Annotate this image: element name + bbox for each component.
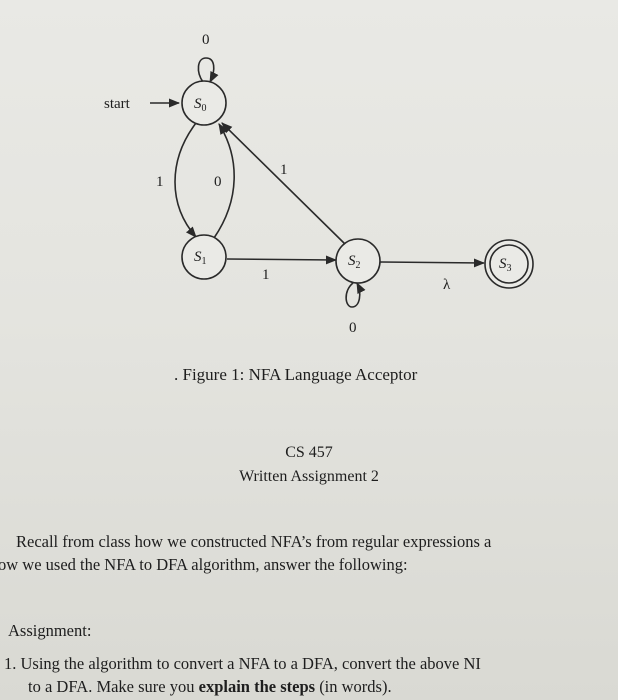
state-s3-subscript: 3: [507, 263, 512, 274]
start-arrow: start: [104, 96, 181, 112]
label-s2-s0: 1: [280, 162, 288, 178]
figure-caption: . Figure 1: NFA Language Acceptor: [174, 365, 418, 384]
state-s0: S0: [181, 80, 227, 126]
item-1-emphasis: explain the steps: [198, 677, 316, 696]
transition-s1-s2: 1: [226, 255, 338, 283]
start-label: start: [104, 96, 131, 112]
label-s2-s3: λ: [443, 277, 451, 293]
state-s1-subscript: 1: [202, 256, 207, 267]
assignment-title: Written Assignment 2: [239, 468, 379, 485]
course-number: CS 457: [285, 444, 333, 461]
assignment-heading: Assignment:: [8, 621, 92, 640]
state-s2-subscript: 2: [356, 260, 361, 271]
transition-s0-s1: 1: [156, 122, 197, 238]
transition-s2-s0: 1: [221, 122, 346, 245]
transition-s2-s2: 0: [345, 281, 366, 336]
intro-line-2: ow we used the NFA to DFA algorithm, ans…: [0, 555, 408, 574]
state-s2: S2: [335, 238, 381, 284]
label-s2-s2: 0: [349, 320, 357, 336]
assignment-item-1-line-1: 1. Using the algorithm to convert a NFA …: [4, 654, 481, 673]
state-s3-letter: S: [499, 256, 507, 272]
svg-text:S3: S3: [499, 256, 512, 274]
state-s0-subscript: 0: [202, 103, 207, 114]
svg-text:S0: S0: [194, 96, 207, 114]
label-s1-s2: 1: [262, 267, 270, 283]
svg-text:S1: S1: [194, 249, 207, 267]
state-s1: S1: [181, 234, 227, 280]
item-1-text-after: (in words).: [315, 677, 392, 696]
transition-s2-s3: λ: [379, 258, 486, 293]
label-s1-s0: 0: [214, 174, 222, 190]
state-s3-accepting: S3: [484, 239, 534, 289]
assignment-item-1-line-2: to a DFA. Make sure you explain the step…: [28, 677, 392, 697]
transition-s1-s0: 0: [213, 123, 235, 239]
state-s1-letter: S: [194, 249, 202, 265]
label-s0-s1: 1: [156, 174, 164, 190]
intro-line-1: Recall from class how we constructed NFA…: [16, 532, 492, 551]
transition-s0-s0: 0: [197, 32, 219, 84]
svg-text:S2: S2: [348, 253, 361, 271]
label-s0-s0: 0: [202, 32, 210, 48]
state-s2-letter: S: [348, 253, 356, 269]
item-1-text-before: to a DFA. Make sure you: [28, 677, 199, 696]
state-s0-letter: S: [194, 96, 202, 112]
nfa-diagram: start 0 1 0 1 1 0 λ S0 S1: [104, 32, 534, 336]
